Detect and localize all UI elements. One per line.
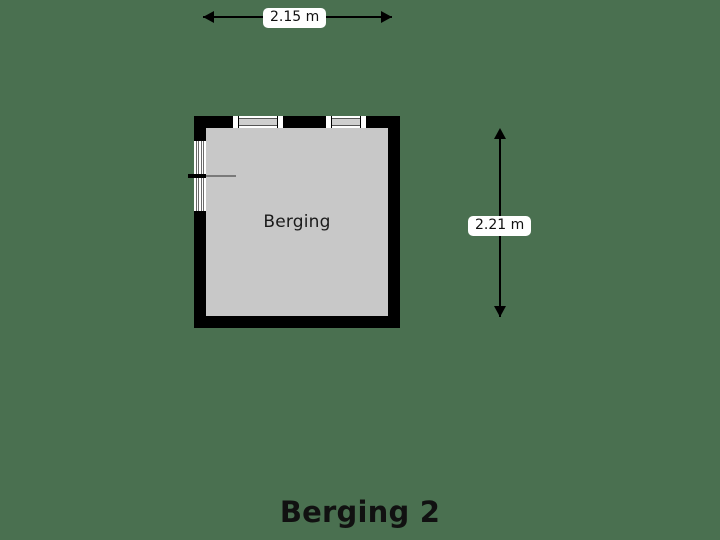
room-label: Berging — [263, 212, 331, 232]
arrow-right-icon — [381, 11, 392, 23]
arrow-down-icon — [494, 306, 506, 317]
window-jamb-right — [277, 116, 283, 128]
plan-title: Berging 2 — [279, 495, 441, 529]
sliding-door-leaf — [206, 175, 236, 177]
window-jamb-right — [360, 116, 366, 128]
window-top-right — [325, 116, 367, 128]
room-floor — [206, 128, 388, 316]
window-pane — [239, 118, 277, 126]
window-top-left — [232, 116, 284, 128]
sliding-door-handle-icon — [188, 174, 206, 178]
height-dimension-label: 2.21 m — [468, 216, 532, 236]
window-jamb-left — [326, 116, 332, 128]
window-pane — [332, 118, 360, 126]
arrow-left-icon — [203, 11, 214, 23]
width-dimension-label: 2.15 m — [263, 8, 327, 28]
arrow-up-icon — [494, 128, 506, 139]
window-jamb-left — [233, 116, 239, 128]
